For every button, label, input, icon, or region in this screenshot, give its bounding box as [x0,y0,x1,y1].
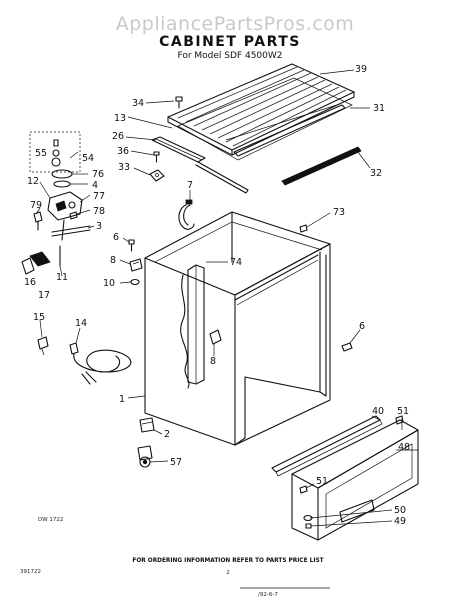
callout-2: 2 [164,429,170,440]
ordering-note: FOR ORDERING INFORMATION REFER TO PARTS … [132,558,323,564]
watermark: AppliancePartsPros.com [116,13,355,35]
page-number: 2 [226,570,230,576]
callout-73: 73 [333,207,345,218]
screw-51-top [395,415,404,425]
callout-3: 3 [96,221,102,232]
callout-78: 78 [93,206,105,217]
hose-7 [178,199,195,230]
callout-77: 77 [93,191,105,202]
callout-51-top: 51 [397,406,409,417]
clip-8-left [129,258,143,272]
page-code: 391722 [20,569,41,575]
callout-36: 36 [117,146,129,157]
dispenser-assembly [47,191,83,241]
callout-48: 48 [398,442,410,453]
callout-40: 40 [372,406,384,417]
callout-49: 49 [394,516,406,527]
revision-stamp: /92-6-7 [258,592,278,598]
callout-1: 1 [119,394,125,405]
callout-51-lower: 51 [316,476,328,487]
trim-strip-31 [225,103,346,157]
bracket-33 [149,169,165,182]
screw-78 [69,211,78,220]
callout-39: 39 [355,64,367,75]
callout-26: 26 [112,131,124,142]
screw-34 [175,96,183,109]
leader-lines [35,69,418,527]
cabinet-body [144,211,331,446]
callout-15: 15 [33,312,45,323]
callout-11: 11 [56,272,68,283]
callout-50: 50 [394,505,406,516]
callout-55: 55 [35,148,47,159]
callout-8-left: 8 [110,255,116,266]
callout-17: 17 [38,290,50,301]
caster-57 [137,445,153,468]
clip-79 [33,211,43,231]
callout-32: 32 [370,168,382,179]
fasteners-50-49 [303,514,313,529]
callout-79: 79 [30,200,42,211]
trim-strip-32 [281,146,362,186]
side-rail-26 [151,136,249,194]
callout-31: 31 [373,103,385,114]
callout-6-right: 6 [359,321,365,332]
clip-15 [37,336,49,356]
callout-4: 4 [92,180,98,191]
callout-labels: 39 34 31 13 26 36 32 33 55 54 76 4 12 77… [24,64,410,527]
callout-54: 54 [82,153,94,164]
pad-16-17 [21,251,51,275]
tube-3 [51,225,91,237]
detail-box [29,131,81,173]
callout-33: 33 [118,162,130,173]
callout-12: 12 [27,176,39,187]
callout-74: 74 [230,257,242,268]
callout-16: 16 [24,277,36,288]
callout-8-inner: 8 [210,356,216,367]
callout-57: 57 [170,457,182,468]
callout-10: 10 [103,278,115,289]
screw-51-lower [299,485,308,494]
clip-8-inner [209,329,222,345]
washers-76-4 [51,169,73,188]
callout-14: 14 [75,318,87,329]
callout-34: 34 [132,98,144,109]
screw-73 [299,224,308,233]
page-title: CABINET PARTS [159,34,301,50]
leveling-leg-2 [139,417,155,433]
power-cord-14 [69,342,132,385]
callout-6-left: 6 [113,232,119,243]
screw-6-left [128,239,135,252]
top-frame [177,77,353,161]
callout-13: 13 [114,113,126,124]
screw-36 [153,151,160,163]
bracket-40 [271,415,383,477]
callout-7: 7 [187,180,193,191]
screw-6-right [341,342,353,352]
washer-10 [130,278,140,286]
cutting-board-top [167,63,355,156]
callout-76: 76 [92,169,104,180]
page-subtitle: For Model SDF 4500W2 [177,51,282,61]
drawing-number: DW 1722 [38,517,63,523]
